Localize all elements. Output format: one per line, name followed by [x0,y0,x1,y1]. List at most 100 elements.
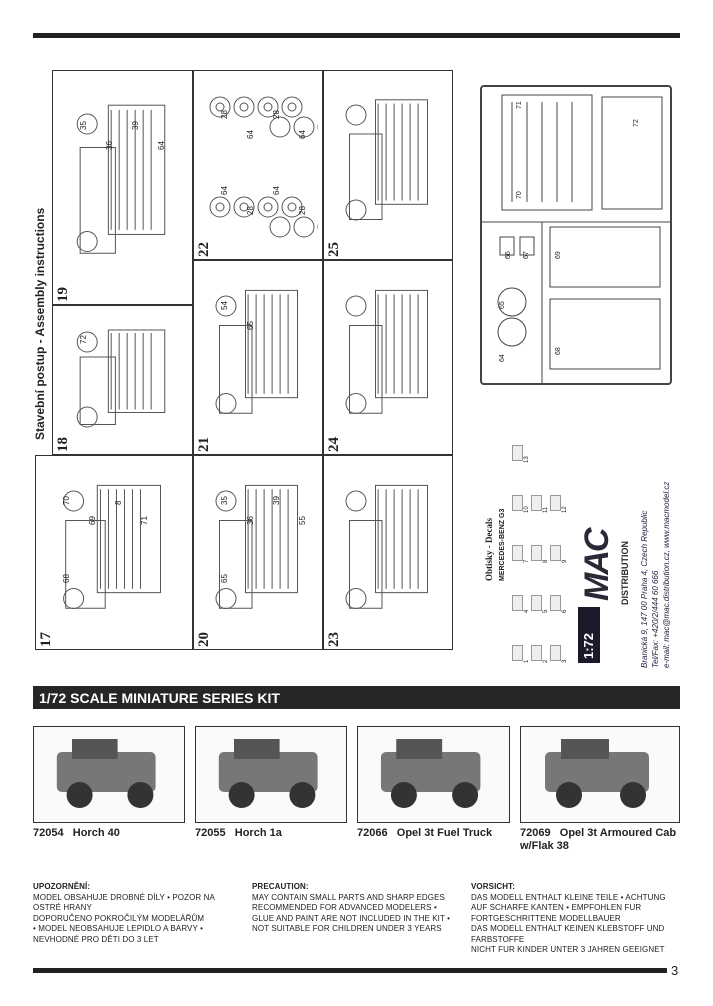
warning-text: Das Modell enthalt kleine Teile • Achtun… [471,892,666,955]
warning-title: PRECAUTION: [252,882,309,891]
decal-number: 5 [543,609,549,613]
mac-logo: 1:72 MAC DISTRIBUTION [576,485,636,665]
kit-code: 72055 [195,827,226,839]
step-number: 19 [55,287,71,302]
sprue-part-number: 64 [499,354,506,362]
decal-item [531,595,542,611]
part-number: 65 [246,320,255,330]
part-number: 36 [105,140,114,150]
step-number: 24 [326,437,342,452]
decal-item [512,545,523,561]
decal-item [531,495,542,511]
step-number: 22 [196,242,212,257]
part-number: 64 [298,129,307,139]
step-number: 25 [326,242,342,257]
sprue-part-number: 68 [555,347,562,355]
logo-sub: DISTRIBUTION [620,541,630,605]
series-banner: 1/72 SCALE MINIATURE SERIES KIT [33,686,680,709]
part-number: 64 [246,129,255,139]
step-drawing [63,484,161,609]
kit-caption: 72055 Horch 1a [195,827,347,840]
sprue-part-number: 65 [499,301,506,309]
sprue-part-number: 67 [523,251,530,259]
decal-number: 3 [562,659,568,663]
vehicle-photo [56,739,156,808]
top-rule [33,33,680,38]
decal-number: 2 [543,659,549,663]
contact-address: Branická 9, 147 00 Praha 4, Czech Republ… [640,510,649,668]
decal-item [512,645,523,661]
decal-number: 12 [562,506,568,513]
part-number: 70 [62,495,71,505]
logo-scale: 1:72 [581,632,596,659]
step-drawing [215,289,298,414]
assembly-title: Stavební postup - Assembly instructions [33,207,47,440]
part-number: 28 [272,109,281,119]
contact-email: e-mail: mac@mac.distribution.cz, www.mac… [662,481,671,668]
sprue-part-number: 70 [516,191,523,199]
kit-name: Horch 1a [234,827,282,839]
decal-item [550,495,561,511]
part-number: 28 [298,205,307,215]
warning-text: May contain small parts and sharp edges … [252,892,451,934]
sprue-part-number: 69 [555,251,562,259]
warning-text: Model obsahuje drobné díly • pozor na os… [33,892,215,944]
assembly-step-25: 25 [323,70,453,260]
decal-item [531,645,542,661]
decal-number: 13 [524,456,530,463]
sprue-part-number: 71 [516,101,523,109]
part-number: 68 [62,573,71,583]
kit-name: Opel 3t Armoured Cab w/Flak 38 [520,827,677,852]
decal-item [550,595,561,611]
decal-number: 7 [524,559,530,563]
kit-caption: 72066 Opel 3t Fuel Truck [357,827,510,840]
warning-title: VORSICHT: [471,882,516,891]
part-number: 71 [140,515,149,525]
decal-number: 8 [543,559,549,563]
decal-item [512,445,523,461]
part-number: 54 [220,300,229,310]
decal-item [512,595,523,611]
decal-number: 9 [562,559,568,563]
bottom-rule [33,968,667,973]
kit-code: 72054 [33,827,64,839]
decal-number: 4 [524,609,530,613]
part-number: 64 [272,185,281,195]
decal-number: 10 [524,506,530,513]
part-number: 64 [220,185,229,195]
warning-block: VORSICHT:Das Modell enthalt kleine Teile… [471,882,681,956]
warning-block: UPOZORNĚNÍ:Model obsahuje drobné díly • … [33,882,243,945]
kit-image-72069 [520,726,680,823]
part-number: 28 [220,109,229,119]
part-number: 8 [114,500,123,505]
page-number: 3 [671,963,679,978]
decals-label: MERCEDES-BENZ G3 [499,508,506,581]
kit-caption: 72069 Opel 3t Armoured Cab w/Flak 38 [520,827,680,853]
part-number: 35 [79,120,88,130]
banner-text: 1/72 SCALE MINIATURE SERIES KIT [39,690,280,706]
kit-name: Horch 40 [72,827,120,839]
step-number: 23 [326,632,342,647]
kit-image-72066 [357,726,510,823]
decal-item [531,545,542,561]
step-number: 17 [38,632,54,647]
step-number: 18 [55,437,71,452]
part-number: 55 [298,515,307,525]
part-number: 65 [220,573,229,583]
vehicle-photo [380,739,481,808]
decal-number: 6 [562,609,568,613]
vehicle-photo [545,739,649,808]
step-drawing [76,104,166,254]
part-number: 36 [246,515,255,525]
step-drawing [76,329,166,428]
decal-number: 11 [543,506,549,513]
assembly-step-23: 23 [323,455,453,650]
step-drawing [345,99,428,221]
